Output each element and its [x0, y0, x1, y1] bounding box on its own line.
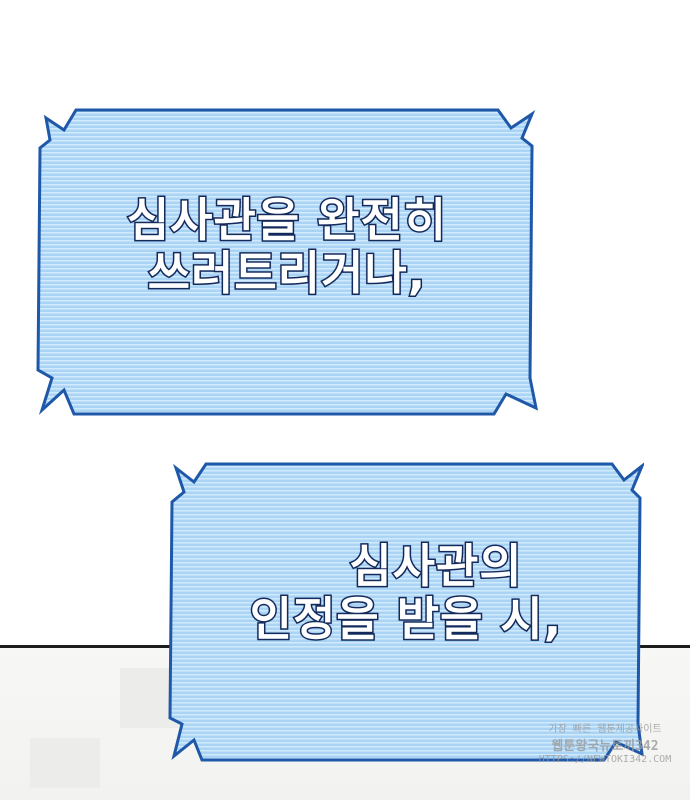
caption-box-1-line-1: 심사관을 완전히 — [125, 192, 448, 248]
caption-box-2-frame — [168, 462, 644, 762]
caption-box-1-line-2: 쓰러트리거나, — [146, 245, 427, 301]
watermark-line-3: HTTPS://NEWTOKI342.COM — [538, 754, 672, 765]
caption-box-2-line-2: 인정을 받을 시, — [248, 591, 563, 647]
caption-box-2-line-1: 심사관의 — [348, 538, 523, 594]
site-watermark: 가장 빠른 웹툰제공사이트 웹툰왕국뉴토끼342 HTTPS://NEWTOKI… — [520, 720, 690, 765]
watermark-line-1: 가장 빠른 웹툰제공사이트 — [548, 724, 662, 735]
caption-box-1: 심사관을 완전히 쓰러트리거나, — [36, 108, 538, 418]
watermark-line-2: 웹툰왕국뉴토끼342 — [551, 739, 659, 754]
caption-box-2: 심사관의 인정을 받을 시, — [168, 462, 644, 762]
caption-box-1-frame — [36, 108, 538, 416]
